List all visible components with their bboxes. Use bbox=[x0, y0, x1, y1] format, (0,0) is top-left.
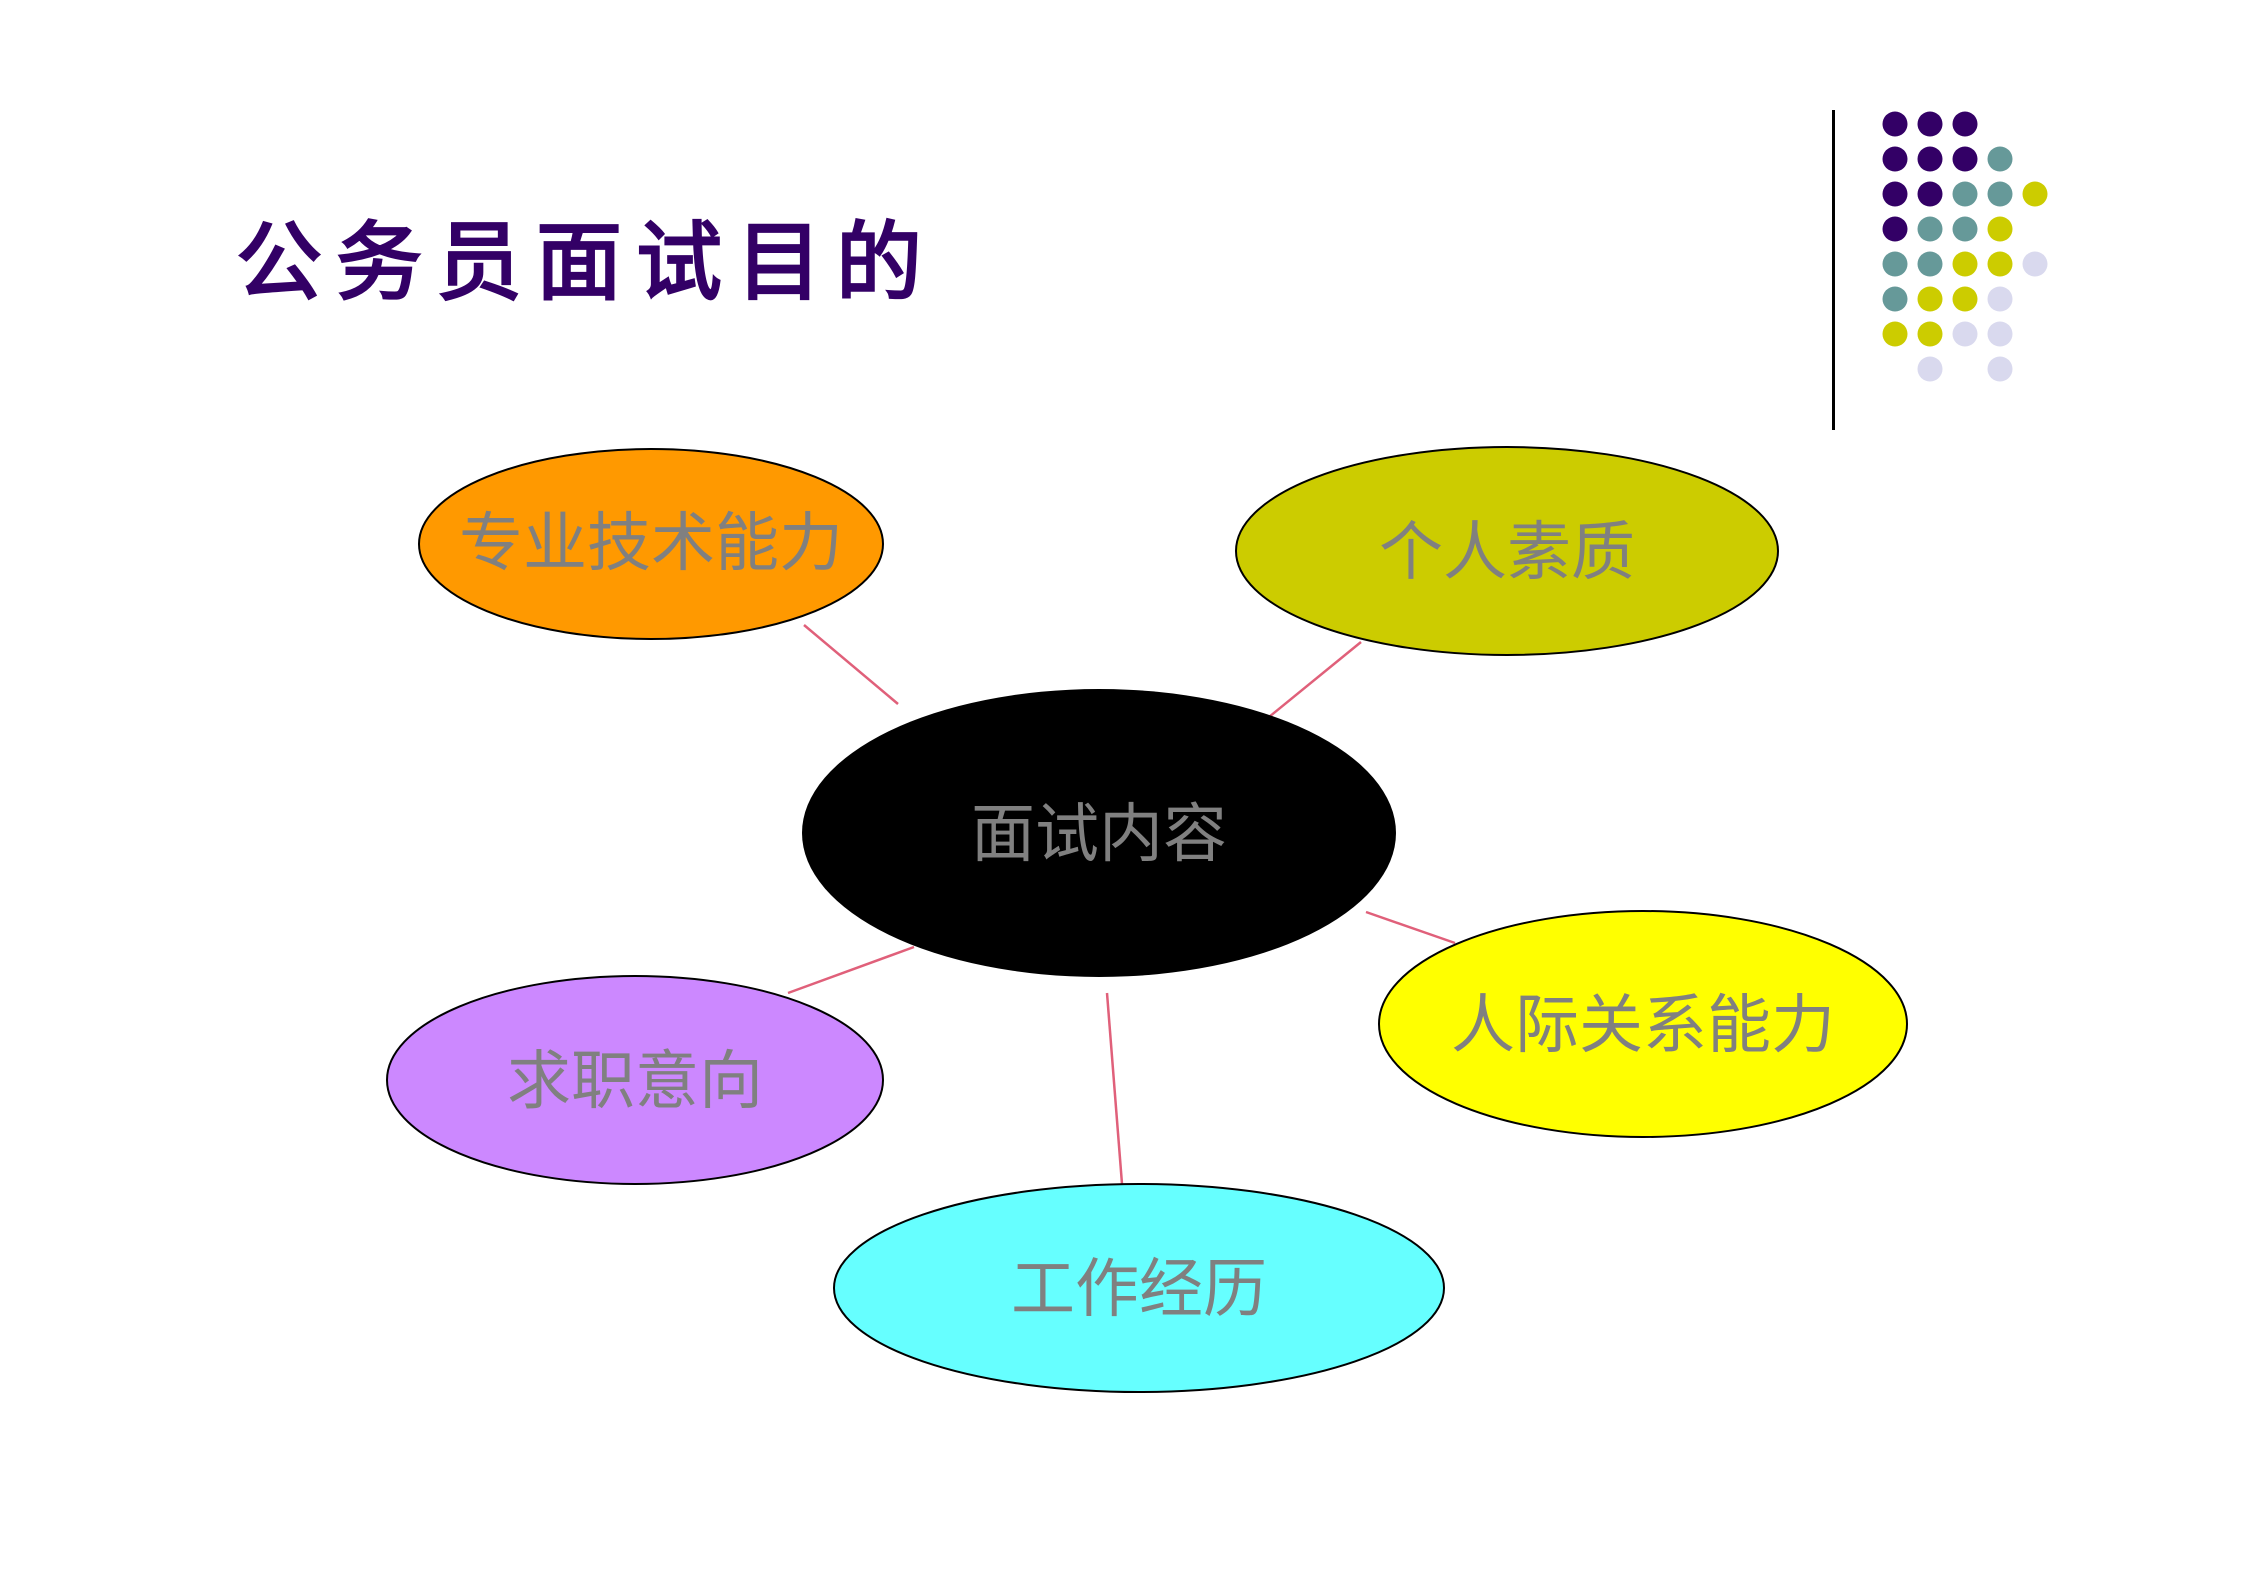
node-ellipse bbox=[1235, 446, 1779, 656]
decorative-dot bbox=[2022, 251, 2048, 277]
decorative-dot bbox=[1987, 146, 2013, 172]
center-ellipse bbox=[802, 689, 1396, 977]
decorative-dot bbox=[1987, 216, 2013, 242]
page-title: 公务员面试目的 bbox=[236, 212, 936, 313]
connector-line bbox=[787, 945, 915, 995]
node-label: 求职意向 bbox=[507, 1045, 763, 1119]
decorative-dot-grid bbox=[1882, 111, 2048, 382]
node-label: 人际关系能力 bbox=[1451, 989, 1835, 1063]
decorative-dot bbox=[1917, 216, 1943, 242]
node-label: 个人素质 bbox=[1379, 516, 1635, 590]
decorative-dot bbox=[1952, 111, 1978, 137]
decorative-dot bbox=[2022, 181, 2048, 207]
decorative-dot bbox=[1917, 181, 1943, 207]
decorative-dot bbox=[1882, 321, 1908, 347]
node-ellipse bbox=[1378, 910, 1908, 1138]
connector-line bbox=[1268, 641, 1362, 718]
decorative-dot bbox=[1952, 146, 1978, 172]
decorative-dot bbox=[1882, 286, 1908, 312]
decorative-dot bbox=[1917, 356, 1943, 382]
decorative-dot bbox=[1952, 286, 1978, 312]
node-ellipse bbox=[833, 1183, 1445, 1393]
decorative-dot bbox=[1882, 111, 1908, 137]
node-center-interview-content: 面试内容 bbox=[802, 689, 1396, 977]
decorative-dot bbox=[1882, 216, 1908, 242]
decorative-dot bbox=[1952, 251, 1978, 277]
node-ellipse bbox=[418, 448, 884, 640]
decorative-dot bbox=[1882, 181, 1908, 207]
decorative-dot bbox=[1987, 321, 2013, 347]
connector-line bbox=[1105, 992, 1124, 1185]
decorative-dot bbox=[1987, 181, 2013, 207]
node-work-experience: 工作经历 bbox=[833, 1183, 1445, 1393]
decorative-dot bbox=[1917, 286, 1943, 312]
decorative-dot bbox=[1952, 181, 1978, 207]
node-label: 专业技术能力 bbox=[459, 507, 843, 581]
decorative-dot bbox=[1987, 356, 2013, 382]
decorative-dot bbox=[1917, 251, 1943, 277]
center-label: 面试内容 bbox=[971, 798, 1227, 872]
decorative-dot bbox=[1952, 216, 1978, 242]
divider bbox=[1832, 110, 1835, 430]
connectors bbox=[787, 624, 1456, 1185]
decorative-dot bbox=[1882, 251, 1908, 277]
connector-line bbox=[803, 624, 899, 705]
connector-line bbox=[1365, 910, 1456, 945]
decorative-dot bbox=[1882, 146, 1908, 172]
decorative-dot bbox=[1917, 321, 1943, 347]
decorative-dot bbox=[1987, 286, 2013, 312]
decorative-dot bbox=[1917, 146, 1943, 172]
node-label: 工作经历 bbox=[1011, 1253, 1267, 1327]
node-personal-quality: 个人素质 bbox=[1235, 446, 1779, 656]
node-interpersonal-skills: 人际关系能力 bbox=[1378, 910, 1908, 1138]
decorative-dot bbox=[1952, 321, 1978, 347]
node-job-intention: 求职意向 bbox=[386, 975, 884, 1185]
node-ellipse bbox=[386, 975, 884, 1185]
decorative-dot bbox=[1917, 111, 1943, 137]
node-professional-skills: 专业技术能力 bbox=[418, 448, 884, 640]
decorative-dot bbox=[1987, 251, 2013, 277]
